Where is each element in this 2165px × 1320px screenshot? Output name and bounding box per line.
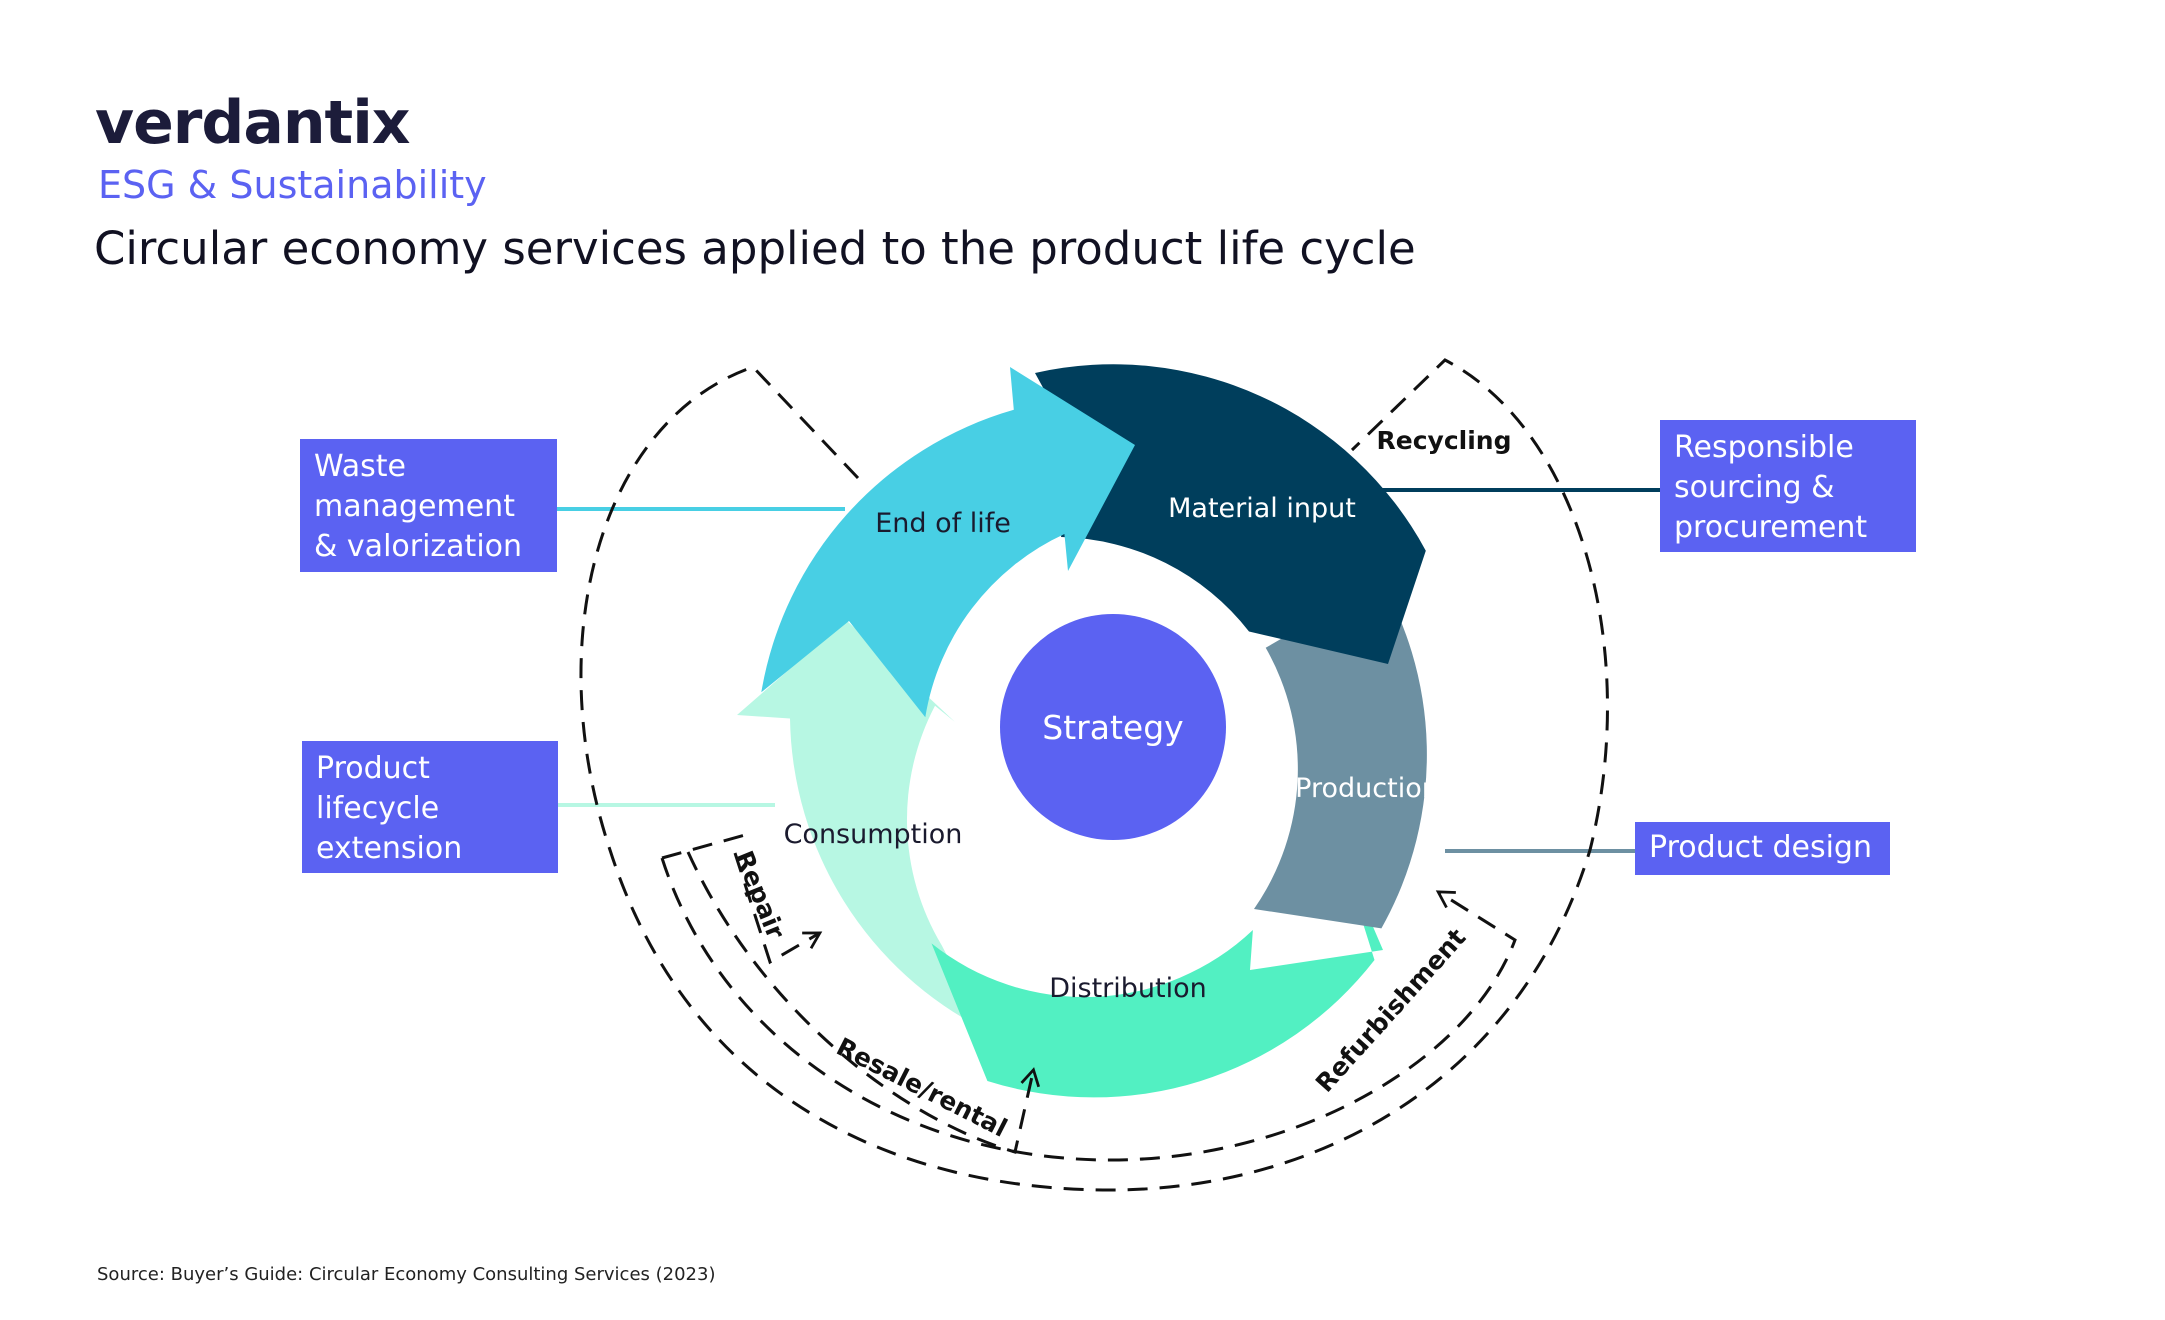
- service-lifecycle-line-2: lifecycle: [316, 791, 440, 826]
- service-sourcing-line-3: procurement: [1674, 510, 1868, 545]
- stage-end-of-life: [761, 367, 1135, 718]
- loop-lines: [579, 358, 1609, 1192]
- label-strategy: Strategy: [1042, 708, 1183, 747]
- stage-material-input: [1035, 364, 1426, 664]
- label-material-input: Material input: [1168, 493, 1356, 524]
- loop-cap: [661, 833, 746, 860]
- verdantix-logo: verdantix: [95, 88, 410, 158]
- stage-consumption: [737, 620, 986, 1031]
- service-sourcing-line-2: sourcing &: [1674, 470, 1835, 505]
- service-design-line-1: Product design: [1649, 830, 1872, 865]
- label-recycling: Recycling: [1377, 426, 1512, 455]
- service-sourcing-line-1: Responsible: [1674, 430, 1854, 465]
- strategy-circle: [1000, 614, 1226, 840]
- stage-distribution: [931, 850, 1383, 1098]
- service-lifecycle-line-1: Product: [316, 751, 430, 786]
- recycling-loop: [579, 358, 1609, 1192]
- category-subtitle: ESG & Sustainability: [98, 163, 487, 207]
- repair-loop: [733, 852, 823, 965]
- page-title: Circular economy services applied to the…: [94, 222, 1416, 275]
- service-lifecycle-line-3: extension: [316, 831, 463, 866]
- service-waste-line-2: management: [314, 489, 515, 524]
- resale-loop: [686, 851, 1041, 1154]
- service-box-sourcing: Responsible sourcing & procurement: [1660, 420, 1916, 552]
- label-repair: Repair: [729, 847, 791, 944]
- service-box-lifecycle: Product lifecycle extension: [302, 741, 558, 873]
- label-production: Production: [1295, 773, 1439, 804]
- service-waste-line-3: & valorization: [314, 529, 523, 564]
- label-distribution: Distribution: [1049, 973, 1207, 1004]
- source-footnote: Source: Buyer’s Guide: Circular Economy …: [97, 1264, 716, 1285]
- service-box-design: Product design: [1635, 822, 1890, 875]
- service-box-waste: Waste management & valorization: [300, 439, 557, 572]
- service-waste-line-1: Waste: [314, 449, 406, 484]
- label-refurbishment: Refurbishment: [1310, 923, 1472, 1098]
- refurbishment-loop: [660, 857, 1517, 1162]
- label-consumption: Consumption: [784, 819, 963, 850]
- label-end-of-life: End of life: [875, 508, 1011, 539]
